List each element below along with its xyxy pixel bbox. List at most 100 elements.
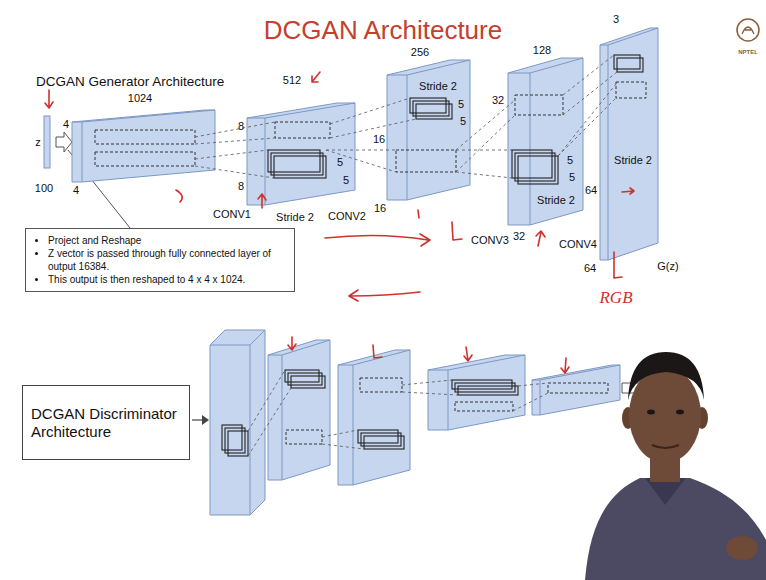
layer-block	[387, 60, 470, 200]
layer-block	[608, 28, 658, 45]
presenter-figure	[585, 478, 766, 580]
layer-block	[508, 73, 530, 74]
pen-annotation	[325, 234, 430, 246]
kernel-stack	[410, 98, 446, 113]
projection-line	[330, 98, 410, 124]
layer-block	[532, 380, 540, 381]
channel-count: 1024	[128, 92, 152, 104]
layer-block	[247, 118, 265, 119]
layer-block	[428, 355, 525, 430]
projection-line	[195, 166, 274, 178]
pen-annotation	[349, 290, 420, 301]
dimension-label: 32	[492, 94, 504, 106]
dimension-label: 4	[73, 184, 79, 196]
projection-line	[326, 150, 396, 151]
projection-line	[563, 72, 617, 115]
dimension-label: 8	[238, 180, 244, 192]
layer-block	[508, 58, 583, 225]
kernel-window	[95, 152, 195, 166]
bullet-text: Z vector is passed through fully connect…	[48, 247, 286, 273]
layer-block	[608, 45, 609, 260]
note-box: Project and ReshapeZ vector is passed th…	[25, 228, 295, 292]
layer-block	[530, 73, 531, 225]
latent-vector	[44, 116, 50, 168]
kernel-window	[548, 383, 608, 393]
dimension-label: 4	[63, 118, 69, 130]
projection-line	[456, 100, 515, 150]
stride-label: Stride 2	[276, 211, 314, 223]
layer-block	[265, 118, 266, 205]
text-holder: DCGAN Discriminator Architecture	[31, 405, 181, 441]
channel-count: 256	[411, 46, 429, 58]
presenter-figure	[647, 410, 655, 415]
channel-count: 128	[533, 44, 551, 56]
layer-block	[448, 370, 449, 430]
kernel-stack	[614, 55, 640, 69]
layer-block	[532, 365, 620, 415]
bullet-text: This output is then reshaped to 4 x 4 x …	[48, 273, 286, 286]
layer-block	[210, 330, 265, 515]
box-text: DCGAN Discriminator Architecture	[31, 405, 181, 441]
section-heading: DCGAN Generator Architecture	[36, 75, 224, 90]
layer-block	[530, 58, 583, 73]
layer-block	[338, 350, 410, 485]
kernel-size: 5	[567, 154, 573, 166]
pen-annotation	[288, 337, 296, 350]
layer-block	[210, 330, 265, 515]
kernel-window	[95, 82, 646, 172]
layer-block	[265, 103, 355, 118]
layer-block	[600, 28, 658, 260]
input-arrow	[192, 419, 203, 420]
projection-line	[248, 370, 285, 431]
stride-label: Stride 2	[614, 154, 652, 166]
layer-block	[508, 58, 583, 225]
project-arrow	[56, 132, 72, 152]
channel-count: 3	[613, 13, 619, 25]
dimension-label: 100	[35, 182, 53, 194]
kernel-stack	[416, 104, 452, 119]
kernel-size: 5	[460, 115, 466, 127]
projection-line	[513, 393, 548, 411]
projection-line	[322, 444, 364, 449]
layer-block	[387, 60, 470, 200]
dimension-label: 16	[373, 133, 385, 145]
layer-block	[448, 355, 525, 370]
input-arrow	[202, 415, 209, 425]
kernel-stack	[364, 436, 404, 449]
pen-annotation	[258, 194, 266, 208]
stride-label: Stride 2	[419, 80, 457, 92]
kernel-window	[616, 82, 646, 98]
output-label: G(z)	[657, 260, 678, 272]
kernel-window	[360, 378, 402, 392]
pen-annotation	[312, 72, 320, 82]
layer-block	[428, 355, 525, 430]
pen-annotation	[45, 90, 53, 108]
slide-title: DCGAN Architecture	[0, 16, 766, 46]
pen-annotation	[45, 72, 634, 373]
layer-block	[532, 365, 620, 415]
kernel-stack	[413, 101, 449, 116]
layer-name: CONV3	[471, 234, 509, 246]
projection-line	[195, 55, 617, 178]
presenter-figure	[628, 352, 704, 400]
projection-line	[195, 150, 268, 159]
bullet-text: Project and Reshape	[48, 234, 286, 247]
layer-name: CONV1	[213, 208, 251, 220]
vector-name: z	[35, 136, 41, 148]
layer-name: CONV4	[559, 238, 597, 250]
kernel-window	[455, 402, 513, 411]
layer-block	[72, 110, 215, 182]
kernel-window	[286, 430, 322, 444]
pen-annotation	[452, 222, 462, 240]
kernel-size: 5	[343, 174, 349, 186]
pen-annotation	[614, 252, 622, 278]
kernel-window	[275, 122, 330, 138]
layer-block	[82, 110, 215, 122]
channel-count: 512	[283, 74, 301, 86]
projection-line	[558, 98, 616, 156]
projection-line	[456, 115, 515, 172]
kernel-window	[515, 95, 563, 115]
layer-block	[338, 365, 353, 366]
dimension-label: 32	[513, 230, 525, 242]
kernel-stack	[455, 383, 515, 392]
